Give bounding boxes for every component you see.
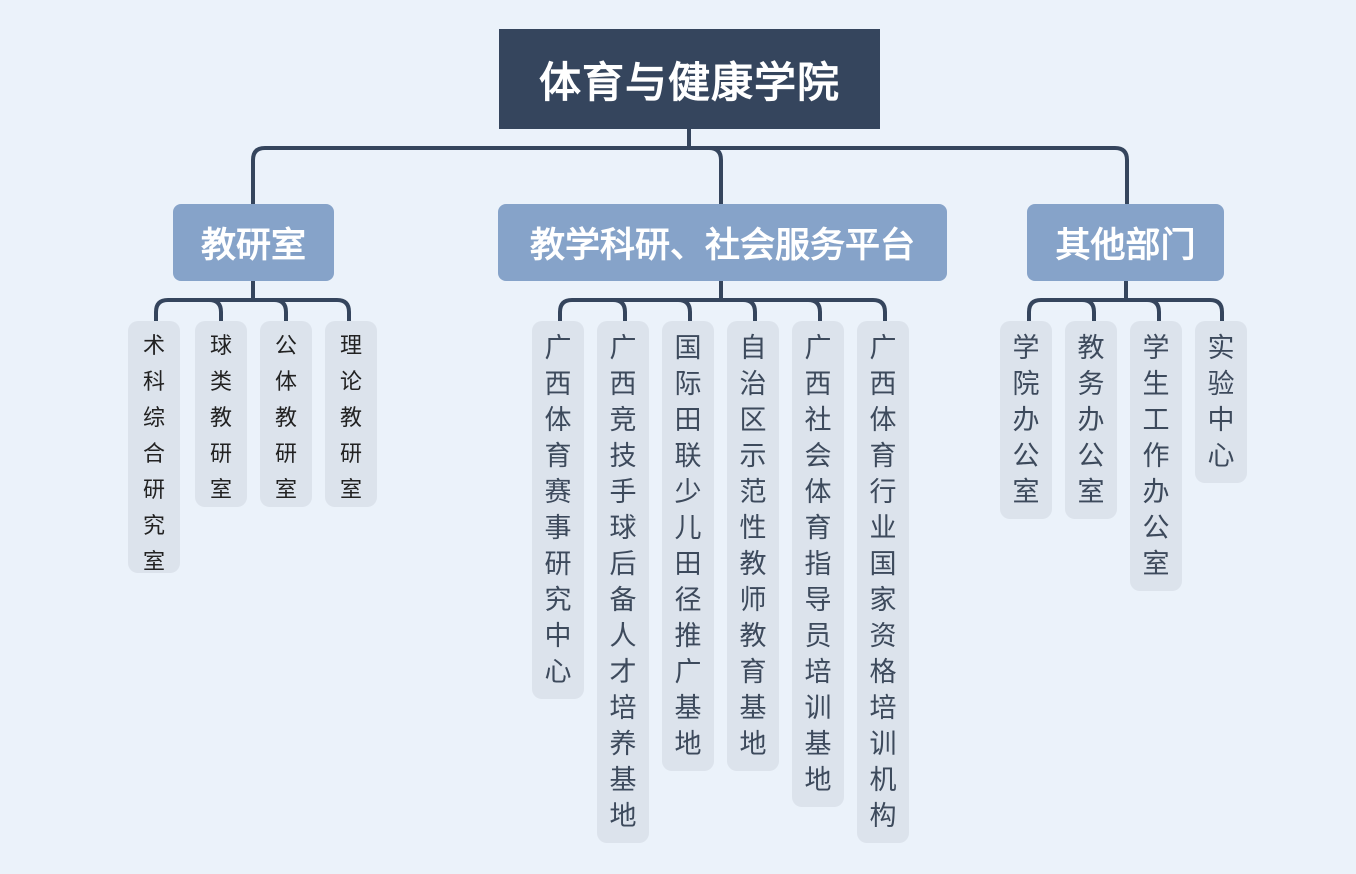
leaf-label: 理论教研室: [339, 334, 362, 503]
leaf-node: 国际田联少儿田径推广基地: [662, 321, 714, 771]
branch-label: 教研室: [200, 226, 306, 266]
leaf-node: 自治区示范性教师教育基地: [727, 321, 779, 771]
connector-leaf-3-2: [1080, 298, 1096, 323]
leaf-label: 实验中心: [1207, 333, 1235, 472]
connector-branch-1-bar: [154, 298, 351, 323]
leaf-label: 术科综合研究室: [142, 334, 165, 575]
connector-branch-2: [707, 146, 723, 206]
connector-root-bar: [251, 146, 1129, 206]
root-node: 体育与健康学院: [499, 29, 880, 129]
leaf-node: 广西体育行业国家资格培训机构: [857, 321, 909, 843]
leaf-label: 球类教研室: [209, 334, 232, 503]
leaf-label: 自治区示范性教师教育基地: [739, 333, 767, 760]
branch-node-other-departments: 其他部门: [1027, 204, 1224, 281]
connector-leaf-2-3: [676, 298, 692, 323]
branch-label: 教学科研、社会服务平台: [529, 226, 915, 266]
leaf-node: 公体教研室: [260, 321, 312, 507]
connector-leaf-1-3: [272, 298, 288, 323]
leaf-node: 学生工作办公室: [1130, 321, 1182, 591]
connector-leaf-2-5: [806, 298, 822, 323]
branch-node-platforms: 教学科研、社会服务平台: [498, 204, 947, 281]
leaf-label: 学生工作办公室: [1142, 333, 1170, 580]
leaf-label: 广西社会体育指导员培训基地: [804, 333, 832, 796]
leaf-label: 广西竞技手球后备人才培养基地: [609, 333, 637, 832]
leaf-node: 球类教研室: [195, 321, 247, 507]
connector-leaf-2-2: [611, 298, 627, 323]
connector-branch-3-bar: [1027, 298, 1224, 323]
root-title: 体育与健康学院: [538, 57, 840, 107]
leaf-label: 公体教研室: [274, 334, 297, 503]
branch-node-teaching-research: 教研室: [173, 204, 334, 281]
leaf-node: 理论教研室: [325, 321, 377, 507]
leaf-node: 教务办公室: [1065, 321, 1117, 519]
connector-branch-2-bar: [558, 298, 887, 323]
leaf-label: 广西体育行业国家资格培训机构: [869, 333, 897, 832]
connector-leaf-3-3: [1145, 298, 1161, 323]
leaf-node: 实验中心: [1195, 321, 1247, 483]
leaf-node: 广西社会体育指导员培训基地: [792, 321, 844, 807]
connector-leaf-1-2: [207, 298, 223, 323]
leaf-node: 学院办公室: [1000, 321, 1052, 519]
connector-leaf-2-4: [741, 298, 757, 323]
leaf-label: 广西体育赛事研究中心: [544, 333, 572, 688]
leaf-label: 学院办公室: [1012, 333, 1040, 508]
leaf-label: 国际田联少儿田径推广基地: [674, 333, 702, 760]
branch-label: 其他部门: [1055, 226, 1196, 266]
leaf-node: 术科综合研究室: [128, 321, 180, 575]
leaf-label: 教务办公室: [1077, 333, 1105, 508]
leaf-node: 广西体育赛事研究中心: [532, 321, 584, 699]
leaf-node: 广西竞技手球后备人才培养基地: [597, 321, 649, 843]
